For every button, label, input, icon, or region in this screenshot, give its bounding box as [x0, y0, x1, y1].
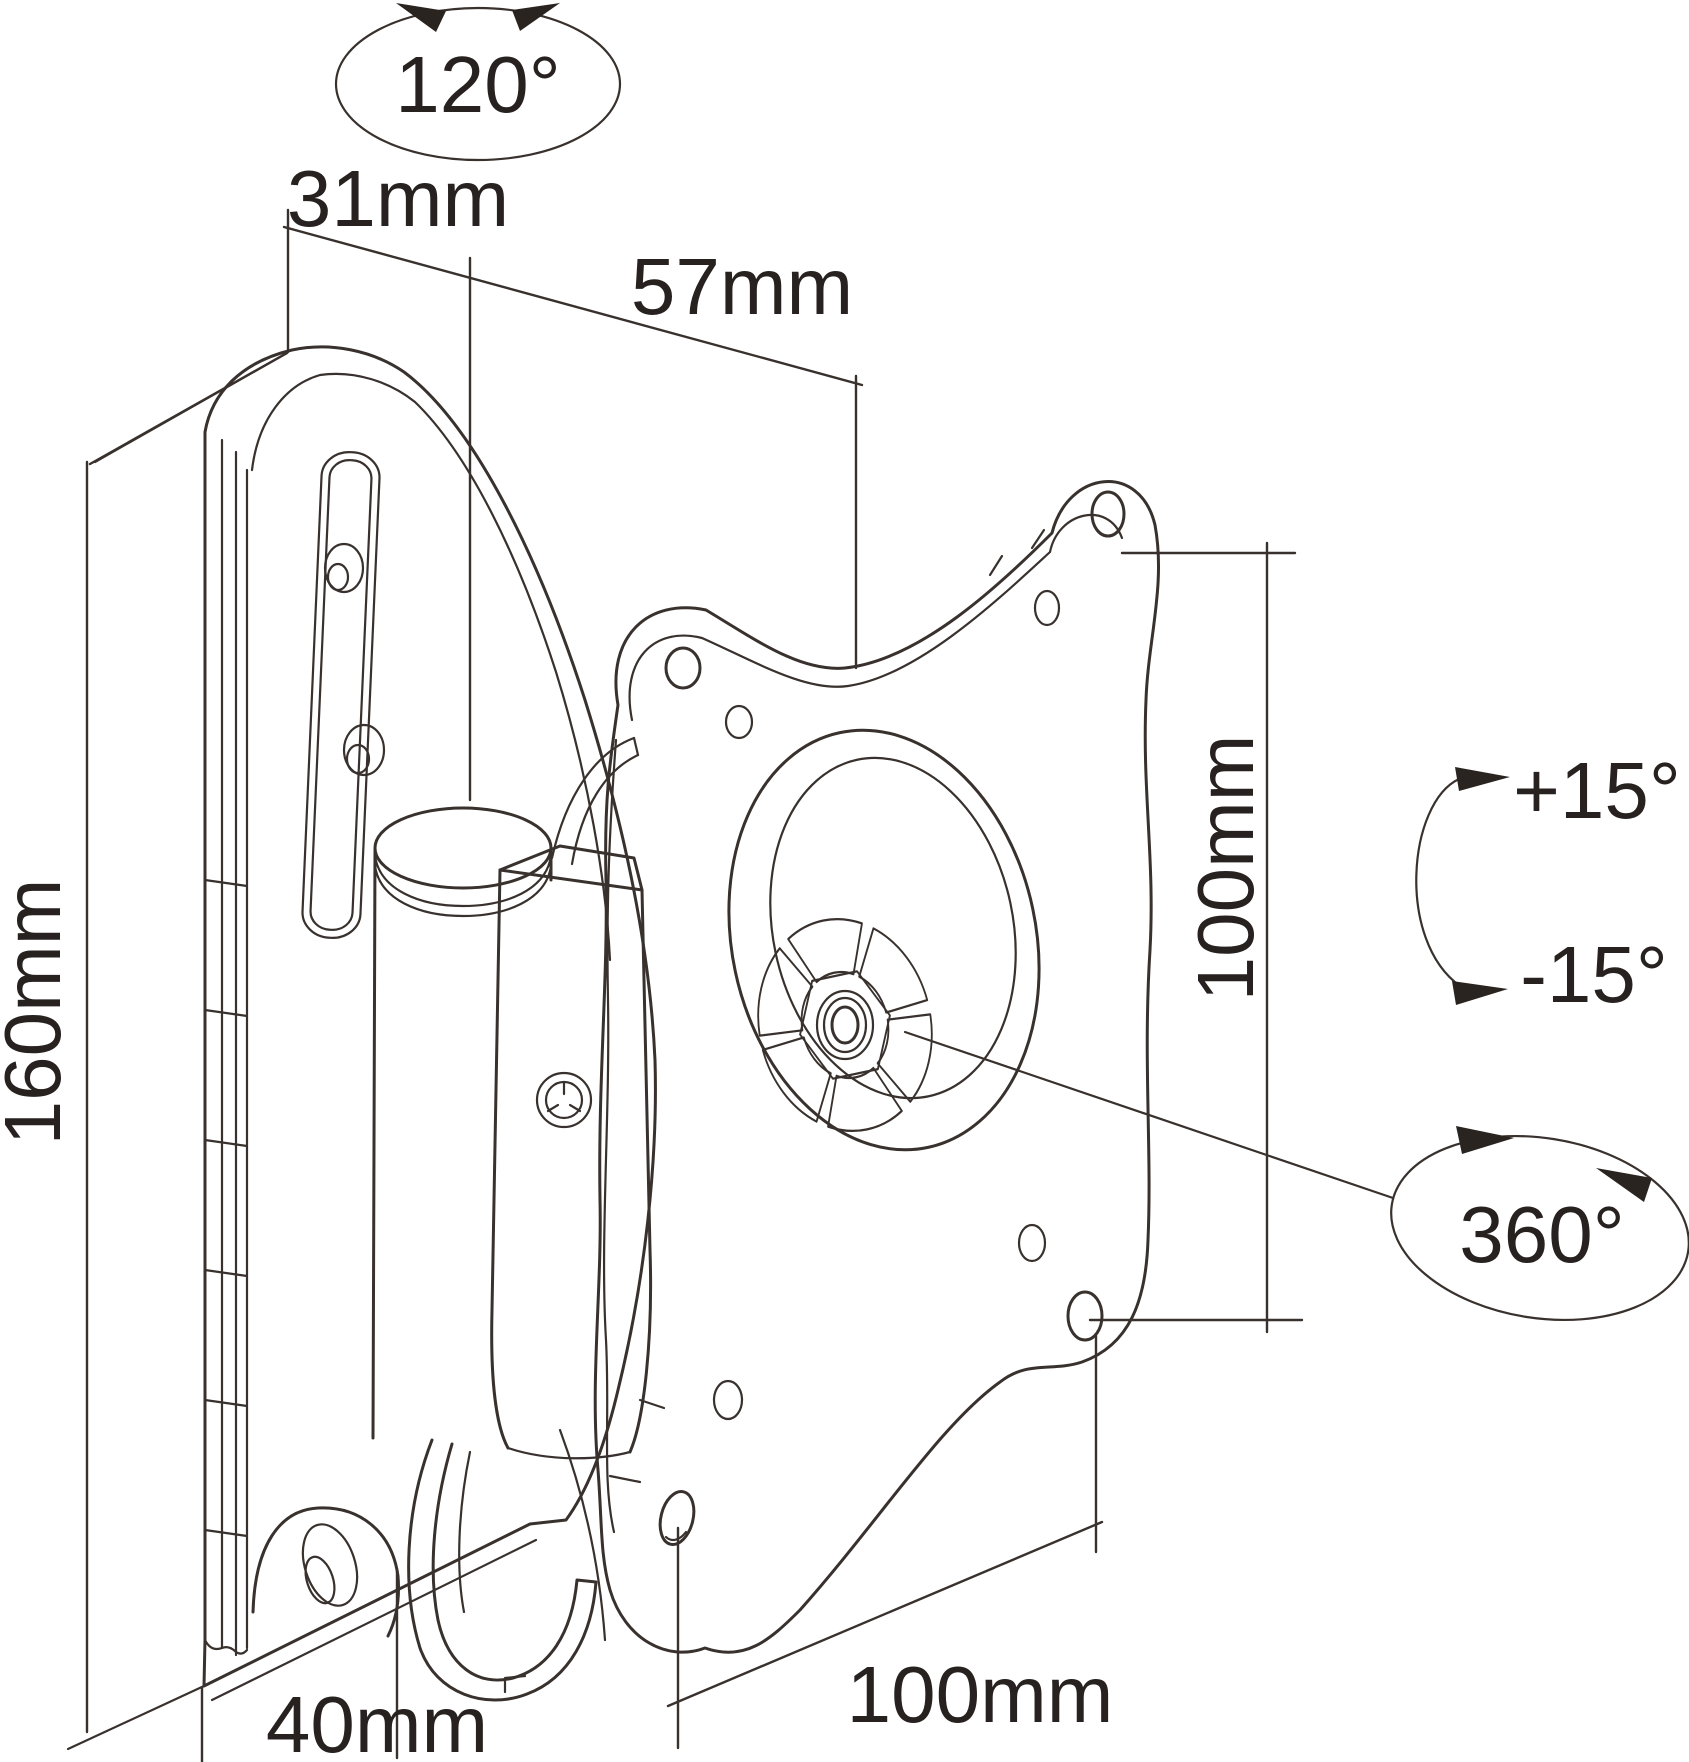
- dim-depth: 31mm 57mm: [282, 154, 864, 802]
- vesa75-hole-bottom-right: [1017, 1223, 1047, 1263]
- countersunk-hole-bottom: [342, 723, 386, 777]
- vesa75-hole-top-right: [1033, 589, 1061, 627]
- rotation-label: 360°: [1459, 1190, 1624, 1279]
- vesa-hole-bottom-right: [1066, 1290, 1104, 1342]
- arm-screw-icon: [535, 1071, 593, 1129]
- tilt-arrow-up-icon: [1455, 767, 1510, 791]
- vesa-hole-bottom-left: [658, 1490, 696, 1546]
- dim-100mm-vertical-label: 100mm: [1181, 735, 1270, 1002]
- dim-100mm-bottom-label: 100mm: [847, 1650, 1114, 1739]
- center-boss: [727, 728, 1041, 1152]
- vesa-plate: [593, 480, 1161, 1654]
- dim-57mm-label: 57mm: [631, 242, 853, 331]
- dim-rotation: 360°: [903, 1030, 1689, 1322]
- wall-edges: [66, 351, 289, 1751]
- dim-tilt: +15° -15°: [1415, 746, 1681, 1019]
- rotation-arrow-ccw-icon: [1596, 1168, 1652, 1202]
- dim-swivel: 120°: [334, 3, 622, 162]
- mounting-slot: [301, 451, 381, 939]
- rotation-arrow-cw-icon: [1456, 1126, 1514, 1154]
- plate-edge-segments: [203, 878, 249, 1538]
- wall-anchor-tab: [251, 1506, 400, 1638]
- tilt-down-label: -15°: [1520, 930, 1668, 1019]
- vesa75-hole-bottom-left: [712, 1379, 744, 1421]
- dim-40mm-label: 40mm: [266, 1680, 488, 1762]
- dim-31mm-label: 31mm: [287, 154, 509, 243]
- vesa-edge-segments: [608, 528, 1046, 1484]
- cable-hook: [407, 1428, 607, 1702]
- vesa-hole-top-right: [1090, 490, 1126, 538]
- dim-base: 40mm: [200, 1568, 488, 1762]
- hub-flower: [757, 918, 933, 1132]
- center-screw: [815, 989, 875, 1061]
- swivel-arrow-right-icon: [512, 3, 560, 31]
- dim-vesa-horizontal: 100mm: [666, 1334, 1114, 1750]
- dim-height: 160mm: [0, 351, 289, 1734]
- wall-plate: [202, 345, 657, 1702]
- arm-block: [490, 844, 653, 1460]
- tilt-up-label: +15°: [1513, 746, 1681, 835]
- vesa75-hole-top-left: [724, 704, 754, 740]
- countersunk-hole-top: [323, 542, 365, 594]
- vesa-hole-top-left: [664, 646, 702, 690]
- pivot-column: [371, 736, 640, 1440]
- swivel-arrow-left-icon: [396, 3, 446, 32]
- swivel-angle-label: 120°: [395, 40, 560, 129]
- tilt-arrow-down-icon: [1452, 981, 1508, 1005]
- dim-160mm-label: 160mm: [0, 879, 77, 1146]
- dim-vesa-vertical: 100mm: [1088, 541, 1304, 1334]
